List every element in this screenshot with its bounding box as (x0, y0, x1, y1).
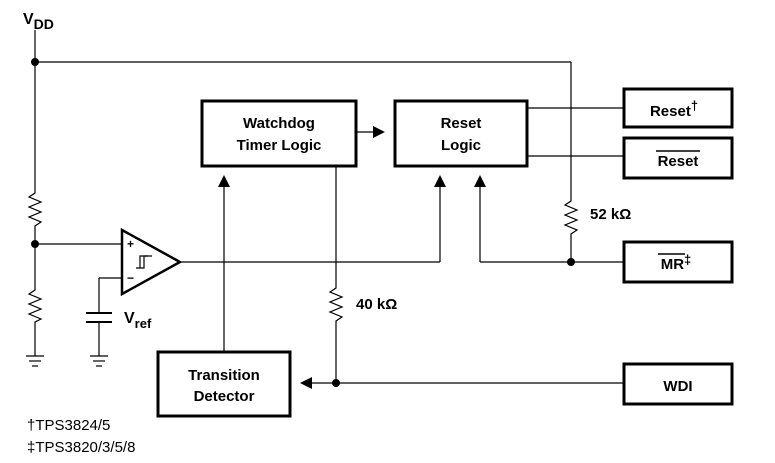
reset-bar-pin-label: Reset (658, 153, 699, 170)
resistor-40k (328, 283, 344, 383)
vdd-sub: DD (34, 16, 54, 32)
transition-label-2: Detector (194, 388, 255, 405)
transition-to-watchdog-wire (218, 175, 230, 352)
reset-output-wires (527, 107, 624, 157)
comparator-output-wire (180, 175, 446, 263)
mr-pin-text: MR (661, 256, 684, 273)
reset-pin-label: Reset† (650, 98, 698, 120)
footnote-2: ‡TPS3820/3/5/8 (27, 439, 135, 456)
reset-logic-label-2: Logic (441, 137, 481, 154)
divider-resistor-top (27, 188, 43, 230)
footnote-2-text: TPS3820/3/5/8 (35, 439, 135, 456)
watchdog-label-2: Timer Logic (237, 137, 322, 154)
mr-pin-label: MR‡ (661, 252, 692, 273)
footnote-1: †TPS3824/5 (27, 417, 110, 434)
watchdog-label-1: Watchdog (243, 115, 315, 132)
comparator: + − (120, 227, 183, 297)
wdi-pin-label: WDI (663, 378, 692, 395)
footnote-1-mark: † (27, 417, 35, 434)
comparator-minus: − (127, 271, 134, 285)
watchdog-timer-block (200, 99, 358, 168)
supply-wires (34, 30, 572, 356)
wdi-wires (300, 377, 624, 389)
dagger-mark: † (691, 98, 698, 113)
vdd-junction (31, 58, 39, 66)
footnote-2-mark: ‡ (27, 439, 35, 456)
vref-label: Vref (124, 310, 152, 331)
reset-logic-block (393, 99, 529, 168)
footnote-1-text: TPS3824/5 (35, 417, 110, 434)
resistor-40k-label: 40 kΩ (356, 296, 397, 313)
reset-bar-pin-box (622, 136, 734, 180)
ground-symbol-left (26, 355, 44, 367)
double-dagger-mark: ‡ (684, 252, 691, 267)
wdi-pin-box (622, 362, 734, 406)
mr-pin-box (622, 240, 734, 284)
vref-main: V (124, 310, 135, 327)
comparator-plus: + (127, 237, 134, 251)
resistor-52k-label: 52 kΩ (590, 206, 631, 223)
reset-pin-text: Reset (650, 103, 691, 120)
watchdog-to-reset-arrow (356, 126, 385, 138)
vref-source (86, 277, 122, 367)
mr-wires (474, 175, 624, 266)
transition-label-1: Transition (188, 367, 260, 384)
reset-pin-box (622, 87, 734, 129)
transition-detector-block (156, 350, 292, 418)
vdd-label: VDD (23, 11, 54, 32)
vdd-main: V (23, 11, 34, 28)
resistor-52k (563, 196, 579, 262)
vref-sub: ref (135, 316, 152, 331)
reset-logic-label-1: Reset (441, 115, 482, 132)
divider-resistor-bottom (27, 285, 43, 326)
divider-junction (31, 240, 39, 248)
